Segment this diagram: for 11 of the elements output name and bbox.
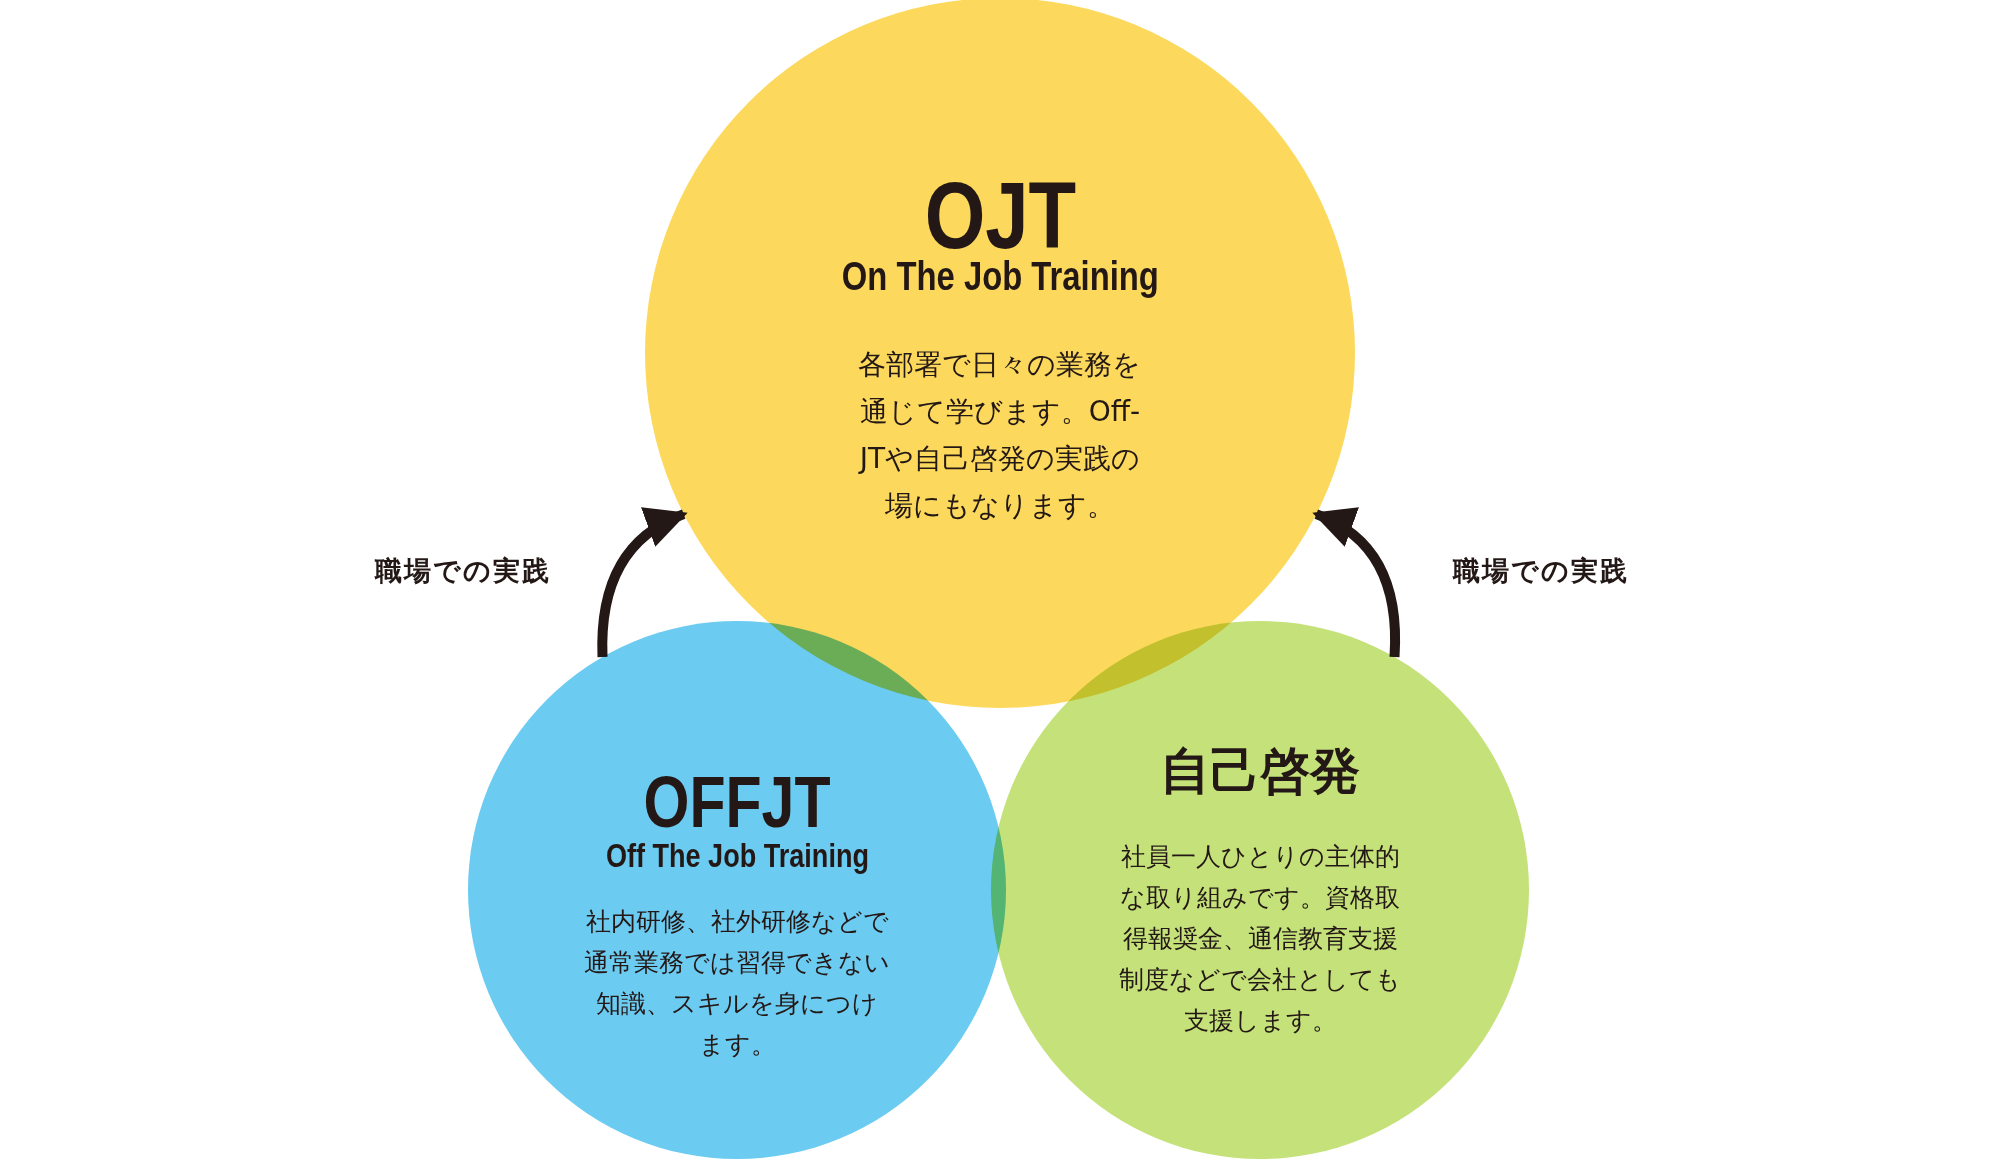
- title: 自己啓発: [1160, 746, 1360, 796]
- subtitle: On The Job Training: [841, 256, 1159, 296]
- edge-label: 職場での実践: [375, 554, 551, 588]
- description: 各部署で日々の業務を通じて学びます。Off-JTや自己啓発の実践の場にもなります。: [857, 347, 1143, 525]
- description: 社内研修、社外研修などで通常業務では習得できない知識、スキルを身につけます。: [583, 906, 891, 1061]
- title: OFFJT: [643, 766, 831, 838]
- description: 社員一人ひとりの主体的な取り組みです。資格取得報奨金、通信教育支援制度などで会社としても支援します。: [1118, 841, 1402, 1037]
- subtitle: Off The Job Training: [605, 839, 869, 872]
- curved-arrow: [597, 509, 688, 658]
- curved-arrow: [1312, 509, 1401, 658]
- edge-label: 職場での実践: [1453, 554, 1629, 588]
